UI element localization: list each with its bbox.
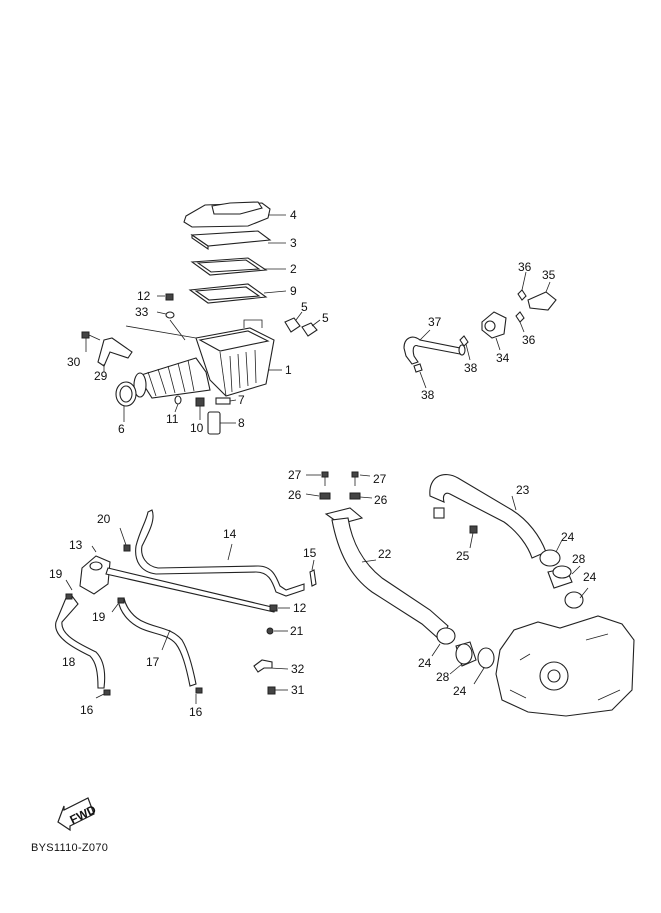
- callout-38: 38: [464, 361, 478, 375]
- callout-11: 11: [166, 412, 179, 426]
- callout-38: 38: [421, 388, 435, 402]
- callout-35: 35: [542, 268, 556, 282]
- callout-15: 15: [303, 546, 317, 560]
- callout-12: 12: [293, 601, 307, 615]
- callout-31: 31: [291, 683, 305, 697]
- fwd-arrow-icon: FWD: [57, 797, 99, 832]
- air-cleaner-case: [195, 319, 282, 397]
- callout-1: 1: [285, 363, 292, 377]
- callout-20: 20: [97, 512, 111, 526]
- callout-33: 33: [135, 305, 149, 319]
- callout-4: 4: [290, 208, 297, 222]
- callout-22: 22: [378, 547, 392, 561]
- callout-26: 26: [374, 493, 388, 507]
- intake-duct-assembly: [305, 471, 635, 717]
- callout-12: 12: [137, 289, 151, 303]
- callout-30: 30: [67, 355, 81, 369]
- air-cleaner-cover: [183, 201, 286, 228]
- callout-24: 24: [418, 656, 432, 670]
- callout-37: 37: [428, 315, 442, 329]
- gasket: [190, 257, 286, 276]
- callout-21: 21: [290, 624, 304, 638]
- callout-17: 17: [146, 655, 160, 669]
- air-cleaner-assembly: [81, 201, 321, 435]
- bracket: [97, 337, 133, 367]
- intake-duct: [133, 357, 211, 399]
- callout-24: 24: [561, 530, 575, 544]
- callout-27: 27: [373, 472, 387, 486]
- callout-25: 25: [456, 549, 470, 563]
- callout-5: 5: [301, 300, 308, 314]
- callout-27: 27: [288, 468, 302, 482]
- callout-19: 19: [92, 610, 106, 624]
- bolt: [81, 331, 101, 352]
- callout-6: 6: [118, 422, 125, 436]
- callout-5: 5: [322, 311, 329, 325]
- callout-29: 29: [94, 369, 108, 383]
- callout-labels: 4 3 2 9 12 33 5 5 1 30 29 6 11 10 7 8 36…: [49, 208, 597, 719]
- callout-34: 34: [496, 351, 510, 365]
- breather-assembly: [403, 271, 557, 389]
- callout-13: 13: [69, 538, 83, 552]
- callout-28: 28: [436, 670, 450, 684]
- callout-10: 10: [190, 421, 204, 435]
- callout-36: 36: [518, 260, 532, 274]
- callout-7: 7: [238, 393, 245, 407]
- callout-18: 18: [62, 655, 76, 669]
- callout-26: 26: [288, 488, 302, 502]
- callout-9: 9: [290, 284, 297, 298]
- callout-28: 28: [572, 552, 586, 566]
- diagram-code: BYS1110-Z070: [31, 842, 109, 854]
- callout-3: 3: [290, 236, 297, 250]
- callout-16: 16: [80, 703, 94, 717]
- filter-element: [190, 230, 286, 251]
- callout-14: 14: [223, 527, 237, 541]
- callout-32: 32: [291, 662, 305, 676]
- callout-24: 24: [583, 570, 597, 584]
- callout-19: 19: [49, 567, 63, 581]
- callout-2: 2: [290, 262, 297, 276]
- seal: [188, 283, 287, 304]
- callout-23: 23: [516, 483, 530, 497]
- callout-24: 24: [453, 684, 467, 698]
- callout-36: 36: [522, 333, 536, 347]
- callout-16: 16: [189, 705, 203, 719]
- callout-8: 8: [238, 416, 245, 430]
- hose-assembly: [55, 509, 317, 704]
